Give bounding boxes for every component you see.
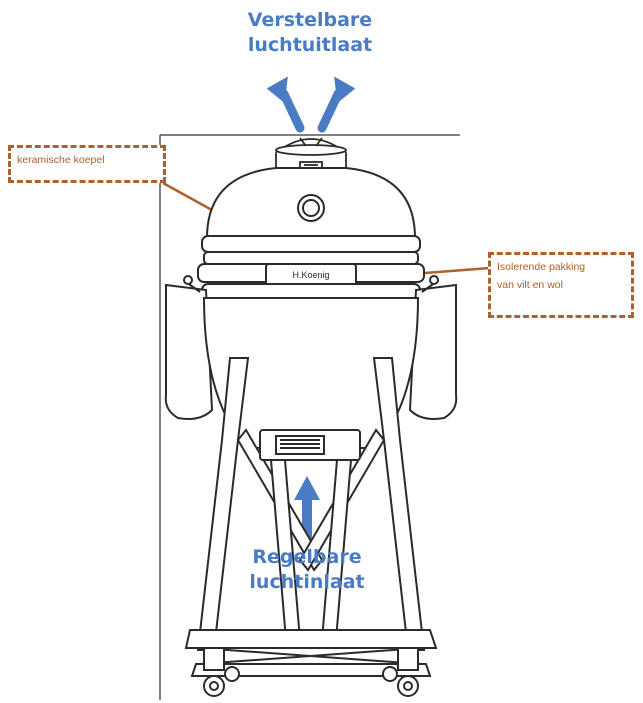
gasket-leader-line [424, 266, 491, 275]
side-shelves [164, 275, 458, 420]
inlet-label-line-1: Regelbare [252, 546, 362, 568]
dome-label-box: keramische koepel [8, 145, 166, 183]
casters [203, 647, 419, 697]
outlet-label-line-1: Verstelbare [247, 9, 373, 31]
gasket-label-line-1: Isolerende pakking [497, 261, 586, 273]
outlet-label-line-2: luchtuitlaat [247, 34, 373, 56]
gasket-label-box: Isolerende pakking van vilt en wol [488, 252, 634, 318]
inlet-label-line-2: luchtinlaat [249, 571, 365, 593]
dome-label-text: keramische koepel [17, 154, 105, 166]
ceramic-dome [205, 167, 417, 239]
gasket-bands [197, 235, 425, 299]
outlet-label: Verstelbare luchtuitlaat [220, 8, 400, 58]
bottom-frame [184, 629, 438, 677]
brand-logo-text: H.Koenig [292, 270, 329, 280]
inlet-label: Regelbare luchtinlaat [222, 545, 392, 595]
gasket-label-line-2: van vilt en wol [497, 279, 563, 291]
outlet-arrows [266, 76, 356, 133]
